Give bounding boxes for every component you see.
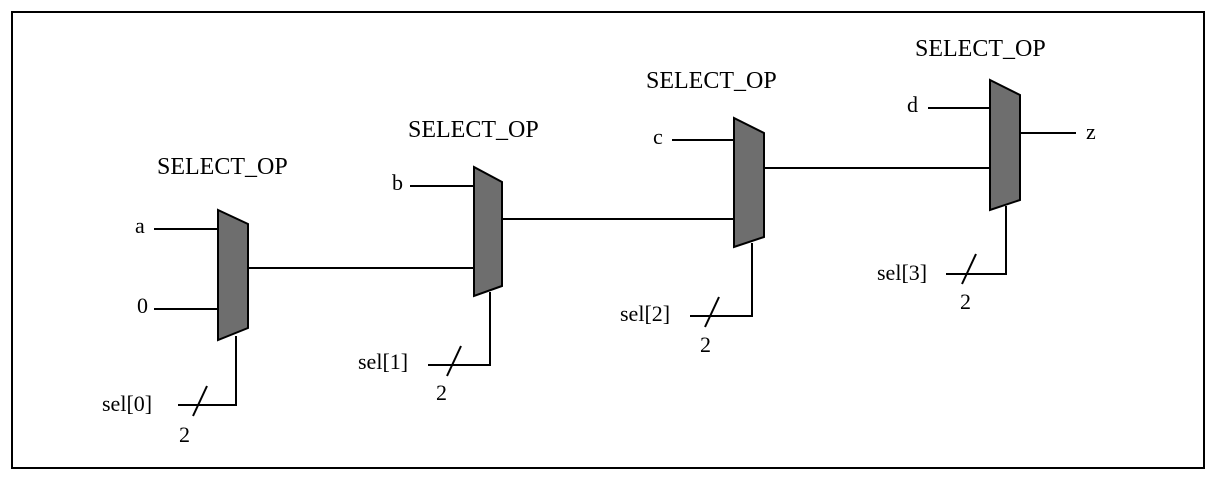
mux-1-input-0-label: 0: [137, 293, 148, 318]
mux-4-select-wire: [946, 206, 1007, 275]
mux-3-select-wire: [690, 243, 753, 317]
mux-4-title: SELECT_OP: [915, 36, 1046, 62]
mux-2-title: SELECT_OP: [408, 117, 539, 143]
mux-2-body: [473, 165, 503, 298]
mux-4-bus-width: 2: [960, 289, 971, 314]
mux-1-input-a-label: a: [135, 213, 145, 238]
mux-1-body: [217, 208, 249, 342]
mux-2-bus-slash: [446, 345, 462, 377]
mux-4: SELECT_OP d z sel[3] 2: [877, 36, 1096, 314]
mux-2-select-label: sel[1]: [358, 349, 408, 374]
mux-1-bus-width: 2: [179, 422, 190, 447]
mux-4-input-d-label: d: [907, 92, 918, 117]
mux-4-body: [989, 78, 1021, 212]
mux-1: SELECT_OP a 0 sel[0] 2: [102, 154, 288, 447]
mux-4-output-z-label: z: [1086, 119, 1096, 144]
mux-4-select-label: sel[3]: [877, 260, 927, 285]
mux-1-select-wire: [178, 336, 237, 406]
mux-2-bus-width: 2: [436, 380, 447, 405]
mux-3-input-c-label: c: [653, 124, 663, 149]
mux-2-input-b-label: b: [392, 170, 403, 195]
mux-3-title: SELECT_OP: [646, 68, 777, 94]
mux-3: SELECT_OP c sel[2] 2: [620, 68, 777, 357]
mux-1-bus-slash: [192, 385, 208, 417]
mux-3-bus-width: 2: [700, 332, 711, 357]
mux-3-select-label: sel[2]: [620, 301, 670, 326]
mux-4-bus-slash: [961, 253, 977, 285]
mux-2: SELECT_OP b sel[1] 2: [358, 117, 539, 405]
diagram-frame: [11, 11, 1205, 469]
mux-1-title: SELECT_OP: [157, 154, 288, 180]
mux-2-select-wire: [428, 292, 491, 366]
mux-3-body: [733, 116, 765, 249]
mux-3-bus-slash: [704, 296, 720, 328]
mux-1-select-label: sel[0]: [102, 391, 152, 416]
